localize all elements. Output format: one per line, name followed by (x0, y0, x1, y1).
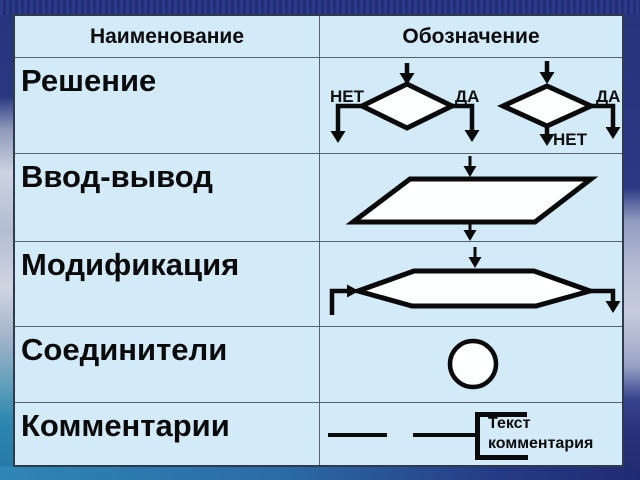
flow-branch-no-left (335, 103, 362, 132)
modification-name-cell: Модификация (15, 242, 320, 326)
comment-bracket-bottom (475, 455, 528, 460)
table-row-connectors: Соединители (15, 327, 622, 403)
background-photo-top (0, 0, 640, 15)
arrowhead-no-right (539, 134, 555, 146)
row-label-decision: Решение (21, 63, 157, 98)
decision-diagram (330, 61, 621, 146)
connector-diagram (447, 338, 499, 390)
modification-diagram (329, 247, 621, 315)
modification-symbol-cell (320, 242, 622, 326)
arrowhead-yes-right (605, 127, 621, 139)
arrowhead-loop-left (347, 284, 359, 298)
loop-connector-left (329, 288, 347, 315)
modification-hexagon (349, 268, 599, 309)
comment-bracket-vertical (475, 412, 480, 460)
row-label-input-output: Ввод-вывод (21, 159, 213, 194)
label-no-right-diamond: НЕТ (553, 130, 587, 149)
background-photo-left (0, 0, 14, 480)
arrowhead-in (468, 257, 482, 268)
background-photo-right (624, 0, 640, 480)
header-name-label: Наименование (89, 24, 245, 48)
table-row-comments: Комментарии Текст комментария (15, 403, 622, 465)
comment-text-line1: Текст (488, 415, 531, 432)
connectors-symbol-cell (320, 327, 622, 402)
arrowhead-in (463, 166, 477, 177)
background-photo-bottom (0, 466, 640, 480)
decision-symbol-cell: НЕТ ДА ДА НЕТ (320, 58, 622, 153)
comments-name-cell: Комментарии (15, 403, 320, 465)
flow-branch-yes-right (591, 103, 616, 128)
header-symbol-cell: Обозначение (320, 16, 622, 57)
row-label-comments: Комментарии (21, 408, 230, 443)
comment-bracket-top (475, 412, 527, 417)
label-yes-right-diamond: ДА (596, 87, 621, 106)
comment-dash-2 (413, 433, 475, 437)
arrowhead-loop-right (605, 301, 621, 313)
label-no-left-diamond: НЕТ (330, 87, 364, 106)
comment-text-line2: комментария (488, 435, 594, 452)
input-output-diagram (345, 156, 599, 241)
comment-dash-1 (328, 433, 387, 437)
comment-text: Текст комментария (488, 414, 593, 454)
table-row-modification: Модификация (15, 242, 622, 327)
table-row-input-output: Ввод-вывод (15, 154, 622, 242)
flowchart-symbols-table: Наименование Обозначение Решение (13, 14, 624, 467)
row-label-modification: Модификация (21, 247, 240, 282)
arrowhead-in-right (539, 72, 555, 84)
connector-circle (447, 338, 499, 390)
flow-branch-yes-left (452, 103, 475, 131)
decision-diamond-right (496, 83, 598, 129)
arrowhead-no-left (330, 131, 346, 143)
connectors-name-cell: Соединители (15, 327, 320, 402)
loop-connector-right (590, 288, 616, 302)
comments-symbol-cell: Текст комментария (320, 403, 622, 465)
table-row-decision: Решение (15, 58, 622, 154)
arrowhead-yes-left (464, 130, 480, 142)
arrowhead-out (463, 230, 477, 241)
arrowhead-in-left (399, 73, 415, 85)
io-parallelogram (345, 176, 599, 225)
decision-diamond-left (356, 81, 458, 131)
row-label-connectors: Соединители (21, 332, 228, 367)
table-header-row: Наименование Обозначение (15, 16, 622, 58)
input-output-symbol-cell (320, 154, 622, 241)
header-symbol-label: Обозначение (402, 24, 540, 48)
decision-name-cell: Решение (15, 58, 320, 153)
label-yes-left-diamond: ДА (455, 87, 480, 106)
input-output-name-cell: Ввод-вывод (15, 154, 320, 241)
header-name-cell: Наименование (15, 16, 320, 57)
